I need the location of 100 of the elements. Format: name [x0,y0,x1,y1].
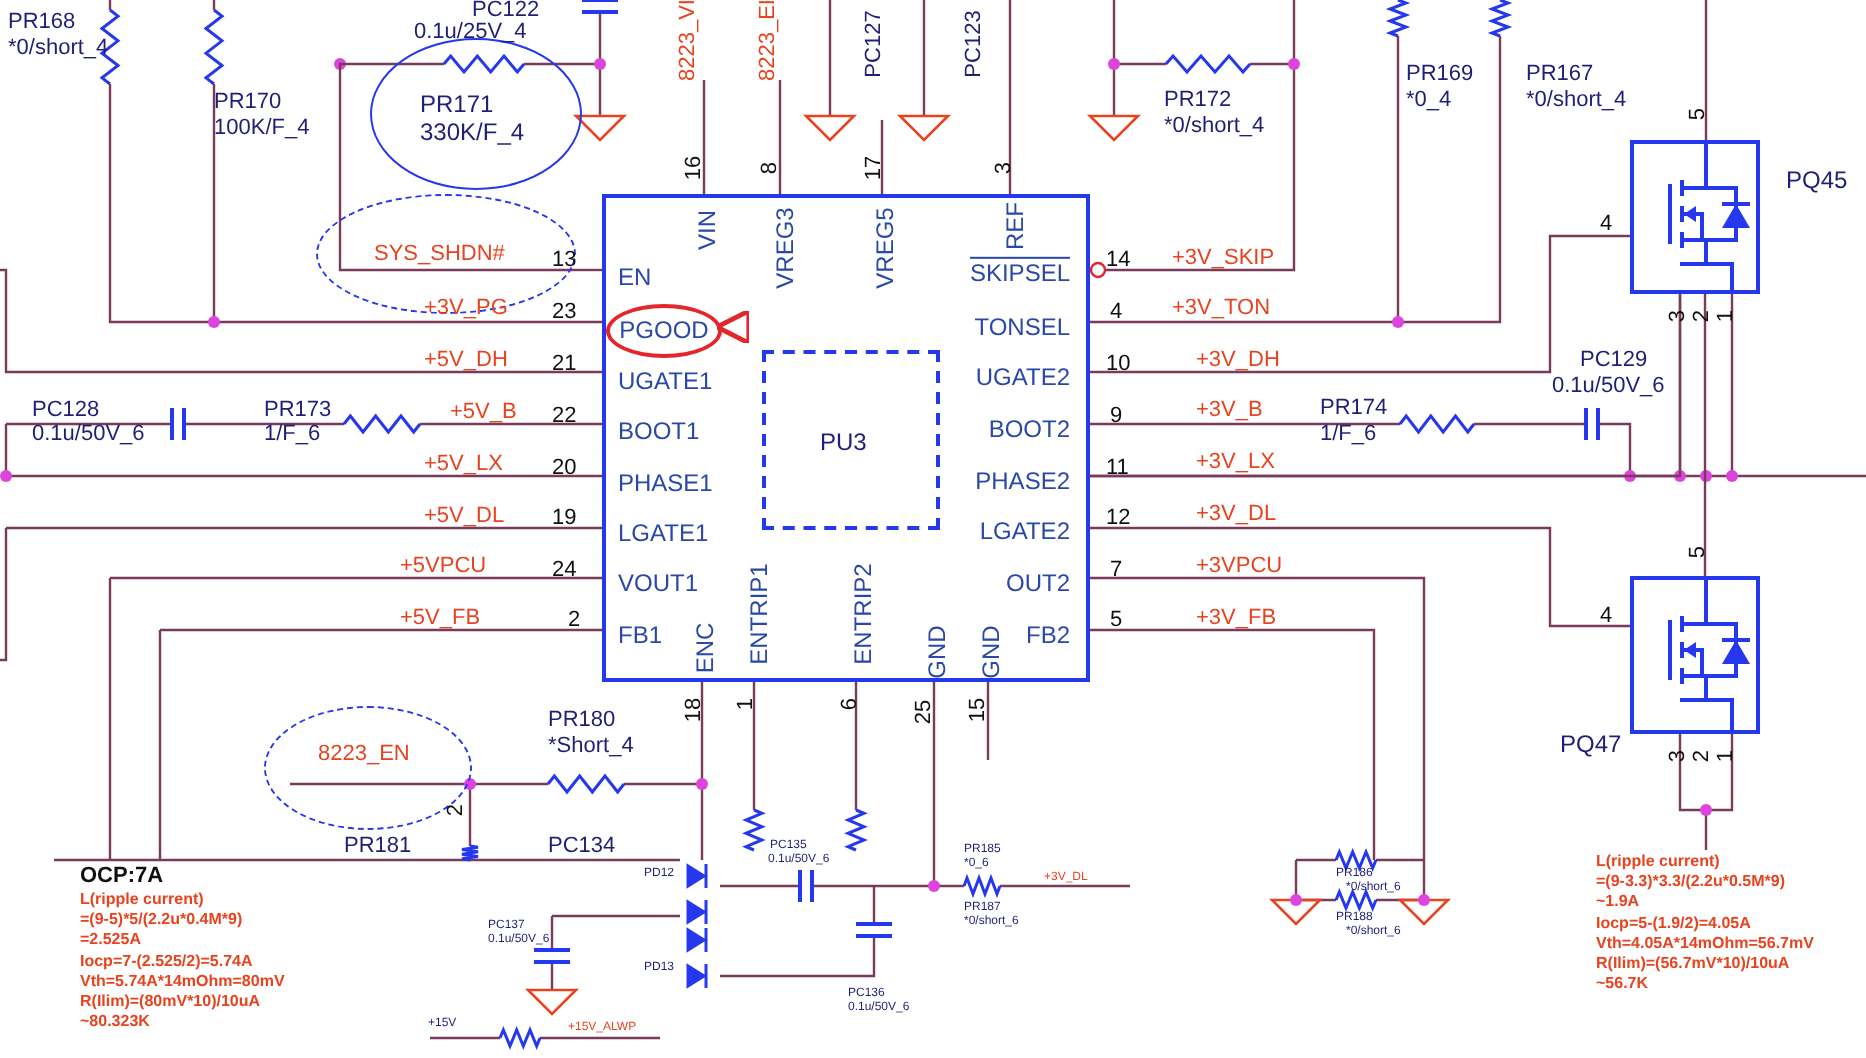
wire [572,268,602,272]
pin-number: 9 [1110,404,1123,429]
pin-number: 3 [1665,309,1691,323]
component-label: PC123 [961,10,987,78]
pin-number: 12 [1106,506,1131,531]
wire [1090,294,1682,478]
wire [338,62,396,220]
pin-name: VREG3 [772,207,800,289]
net-label: +5V_B [450,400,517,425]
component-label: *Short_4 [548,734,634,759]
pin-number: 17 [861,155,887,181]
component-label: PR180 [548,708,616,733]
pin-number: 19 [552,506,577,531]
pin-name: LGATE1 [618,520,709,548]
note-text: Vth=4.05A*14mOhm=56.7mV [1596,936,1814,954]
pin-number: 4 [1600,212,1613,237]
pin-name: TONSEL [974,314,1070,342]
pin-number: 1 [1713,749,1739,763]
component-label: PR171 [420,92,494,120]
component-label: PR173 [264,398,332,423]
pin-name: REF [1002,202,1030,250]
pin-number: 11 [1106,456,1129,481]
pin-name: PHASE2 [975,468,1070,496]
pin-number: 23 [552,300,577,325]
note-text: L(ripple current) [1596,854,1720,872]
component-label: PC122 [472,0,540,22]
component-label: 0.1u/50V_6 [32,422,145,447]
pin-number: 2 [443,803,469,817]
pin-number: 16 [681,155,707,181]
pin-name: UGATE2 [975,364,1070,392]
net-label: 8223_EI [755,0,781,81]
note-text: =(9-5)*5/(2.2u*0.4M*9) [80,912,243,930]
pin-number: 4 [1600,604,1613,629]
pin-number: 1 [1713,309,1739,323]
component-label: *0/short_4 [1164,114,1265,139]
component-label: PR181 [344,834,412,859]
net-label: 8223_EN [318,742,410,768]
pin-number: 18 [681,697,707,723]
pin-name: ENTRIP2 [850,563,878,665]
note-text: ~56.7K [1596,976,1649,994]
wire [1090,526,1630,628]
pin-name: PGOOD [619,317,709,345]
pin-number: 15 [965,697,991,723]
pin-number: 24 [552,558,577,583]
component-label: PR174 [1320,396,1388,421]
transistor-box [1630,140,1760,294]
note-text: L(ripple current) [80,892,204,910]
highlight-ellipse [606,304,722,358]
note-text: Iocp=5-(1.9/2)=4.05A [1596,916,1751,934]
pin-number: 14 [1106,248,1131,273]
pin-name: SKIPSEL [969,260,1070,288]
component-label: PR172 [1164,88,1232,113]
pin-name: ENTRIP1 [746,563,774,665]
pin-number: 22 [552,404,577,429]
pin-number: 5 [1110,608,1123,633]
component-label: PC129 [1580,348,1648,373]
net-label: +3V_DL [1196,502,1277,527]
pin-name: EN [618,264,652,292]
component-label: 0.1u/25V_4 [414,20,527,45]
note-text: R(Ilim)=(80mV*10)/10uA [80,994,261,1012]
pin-name: BOOT1 [618,418,700,446]
component-label: PQ45 [1786,168,1848,195]
pin-number: 3 [991,161,1017,175]
net-label: +3VPCU [1196,554,1283,579]
note-text: OCP:7A [80,864,164,889]
note-text: ~80.323K [80,1014,150,1032]
wire [1703,294,1707,576]
pin-number: 21 [552,352,577,377]
component-label: PR167 [1526,62,1594,87]
net-label: +3V_DH [1196,348,1280,373]
pin-number: 25 [911,699,937,725]
pin-number: 1 [733,697,759,711]
note-text: =2.525A [80,932,141,950]
pin-name: VREG5 [872,207,900,289]
pin-name: VOUT1 [618,570,699,598]
component-label: 1/F_6 [1320,422,1377,447]
pin-number: 8 [757,161,783,175]
net-label: SYS_SHDN# [374,242,505,268]
pin-name: FB2 [1025,622,1070,650]
net-label: +3V_LX [1196,450,1275,475]
note-text: R(Ilim)=(56.7mV*10)/10uA [1596,956,1790,974]
net-label: +3V_TON [1172,296,1271,321]
component-label: PC134 [548,834,616,859]
pin-number: 13 [552,248,577,273]
pin-number: 5 [1685,107,1711,121]
component-label: PC127 [861,10,887,78]
component-label: 330K/F_4 [420,120,525,148]
net-label: +3V_PG [424,296,508,321]
component-label: PR170 [214,90,282,115]
component-label: 0.1u/50V_6 [1552,374,1665,399]
pin-name: VIN [694,210,722,250]
pin-number: 2 [1689,309,1715,323]
pin-name: UGATE1 [618,368,713,396]
pin-name: FB1 [618,622,663,650]
pin-name: GND [978,625,1006,679]
pin-name: LGATE2 [979,518,1070,546]
net-label: +5V_DH [424,348,508,373]
chip-outline [602,194,1090,682]
pin-number: 5 [1685,545,1711,559]
net-label: +5V_DL [424,504,505,529]
